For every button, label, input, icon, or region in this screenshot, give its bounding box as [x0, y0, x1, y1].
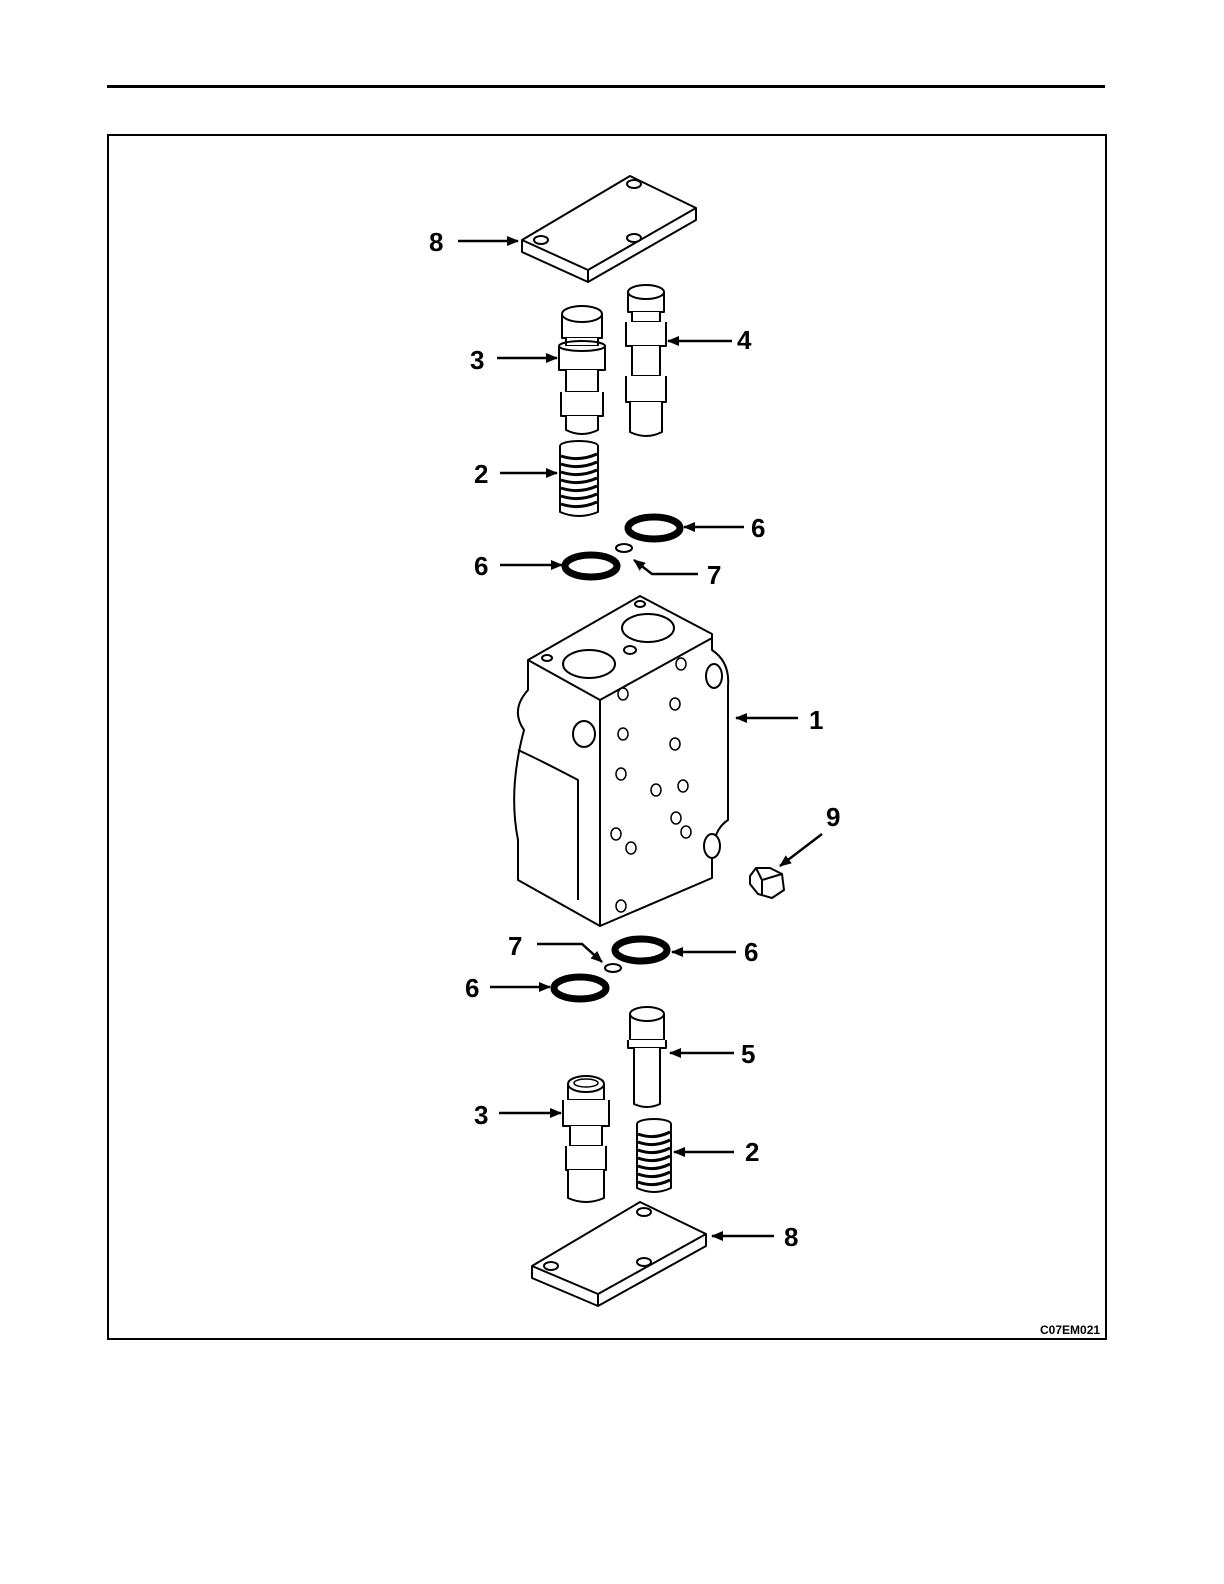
callout-small-ring-bottom: 7	[508, 931, 522, 961]
callout-spool-right: 4	[737, 325, 752, 355]
spool-right	[626, 285, 666, 436]
callout-spring-top: 2	[474, 459, 488, 489]
spring-bottom	[637, 1119, 671, 1192]
plug	[750, 868, 784, 898]
small-ring-bottom	[605, 964, 621, 972]
callout-oring-bottom-left: 6	[465, 973, 479, 1003]
small-ring-top	[616, 544, 632, 552]
callout-poppet: 5	[741, 1039, 755, 1069]
poppet	[628, 1007, 666, 1107]
callout-oring-top-left: 6	[474, 551, 488, 581]
callout-oring-top-right: 6	[751, 513, 765, 543]
oring-bottom-left	[554, 977, 606, 999]
callout-plug: 9	[826, 802, 840, 832]
oring-top-left	[565, 555, 617, 577]
callout-cover-top: 8	[429, 227, 443, 257]
callout-valve-body: 1	[809, 705, 823, 735]
spring-top	[560, 441, 598, 516]
cover-plate-top	[522, 176, 696, 282]
callout-small-ring-top: 7	[707, 560, 721, 590]
oring-top-right	[628, 517, 680, 539]
callout-oring-bottom-right: 6	[744, 937, 758, 967]
callout-spool-bottom: 3	[474, 1100, 488, 1130]
callout-spring-bottom: 2	[745, 1137, 759, 1167]
oring-bottom-right	[615, 939, 667, 961]
figure-id: C07EM021	[1040, 1323, 1100, 1337]
callout-cover-bottom: 8	[784, 1222, 798, 1252]
spool-bottom	[563, 1076, 609, 1202]
spool-top-left	[559, 306, 605, 434]
cover-plate-bottom	[532, 1202, 706, 1306]
valve-body	[514, 596, 728, 926]
callout-spool-top: 3	[470, 345, 484, 375]
